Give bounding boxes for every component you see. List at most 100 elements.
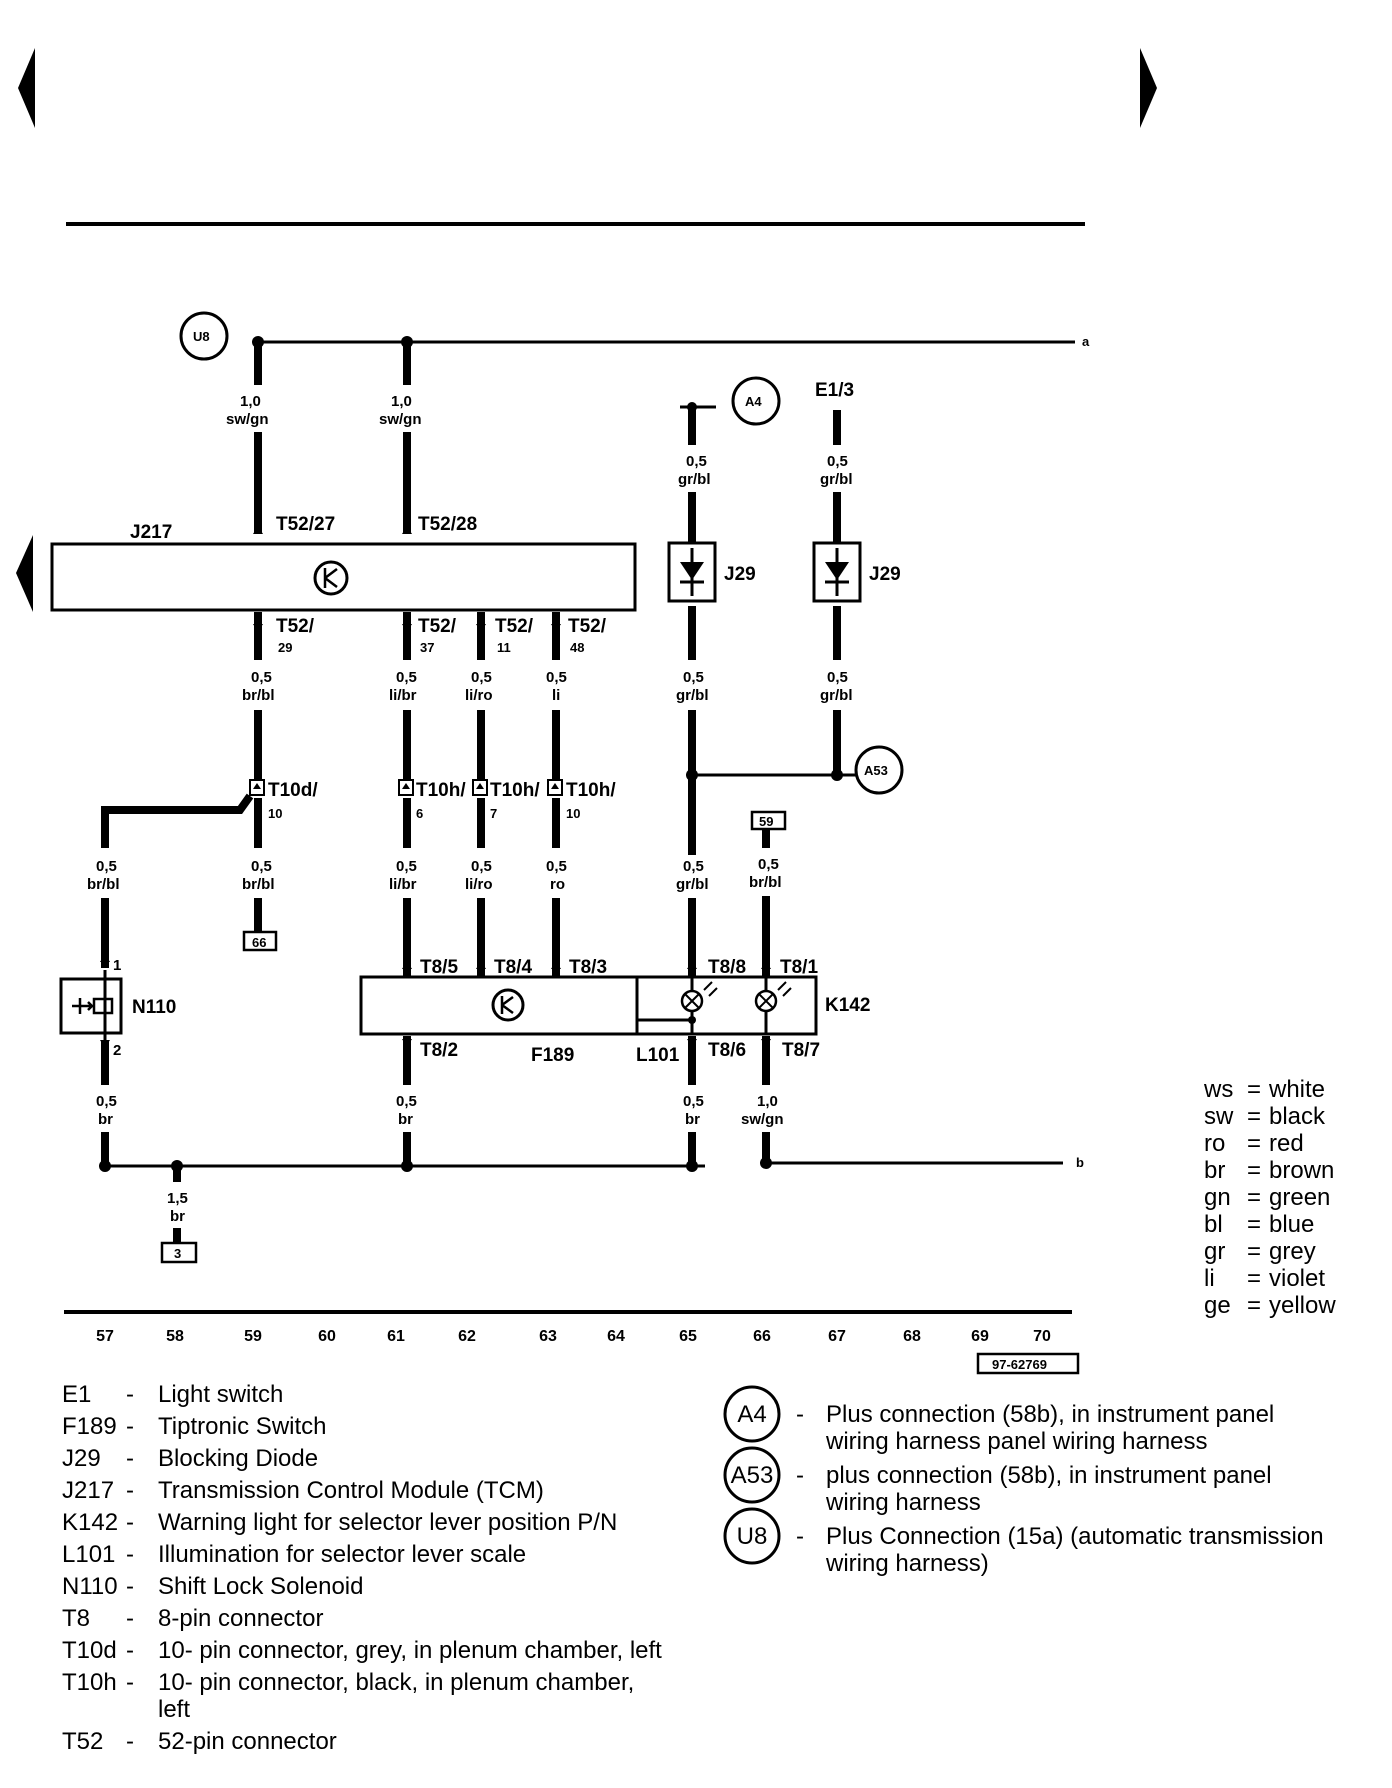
track-number: 57 <box>96 1328 114 1345</box>
electronic-symbol-icon <box>313 560 349 596</box>
legend-desc: left <box>158 1696 190 1723</box>
color-key: ws=whitesw=blackro=redbr=browngn=greenbl… <box>1203 1076 1336 1319</box>
color-code: sw <box>1204 1103 1234 1130</box>
legend-desc: Plus connection (58b), in instrument pan… <box>826 1401 1274 1428</box>
ref-3-label: 3 <box>174 1246 181 1261</box>
wire-size: 0,5 <box>471 669 492 686</box>
wire-color: gr/bl <box>676 876 709 893</box>
connection-e1-3-label: E1/3 <box>815 380 854 401</box>
legend-dash: - <box>126 1605 134 1632</box>
connection-symbol-icon <box>723 1385 781 1443</box>
color-name: green <box>1269 1184 1330 1211</box>
component-l101-label: L101 <box>636 1045 680 1066</box>
prev-page-arrow-icon[interactable] <box>18 48 35 128</box>
track-number: 65 <box>679 1328 697 1345</box>
connector-arrow-icon <box>551 783 559 789</box>
ref-box-3 <box>160 1241 198 1264</box>
wire-size: 0,5 <box>396 669 417 686</box>
legend-desc: Plus Connection (15a) (automatic transmi… <box>826 1523 1324 1550</box>
color-code: ro <box>1204 1130 1225 1157</box>
light-rays-icon <box>777 981 792 997</box>
legend-dash: - <box>126 1669 134 1696</box>
pin-t8-4: T8/4 <box>494 957 532 978</box>
lamp-cross-icon <box>758 993 774 1009</box>
legend-desc: wiring harness <box>825 1489 981 1516</box>
component-f189 <box>359 975 818 1036</box>
connection-a4-label: A4 <box>745 394 762 409</box>
color-eq: = <box>1247 1157 1261 1184</box>
wire-size: 0,5 <box>96 1093 117 1110</box>
pin-arrow-icon <box>402 961 412 969</box>
pin-arrow-icon <box>402 526 412 534</box>
legend-desc: 10- pin connector, grey, in plenum chamb… <box>158 1637 662 1664</box>
wire-size: 0,5 <box>683 858 704 875</box>
pin-t8-1: T8/1 <box>780 957 818 978</box>
color-name: yellow <box>1269 1292 1336 1319</box>
pin-t52-29: T52/ <box>276 616 315 637</box>
wire-color: gr/bl <box>678 471 711 488</box>
transistor-glyph-icon <box>500 995 514 1015</box>
pin-t52-28: T52/28 <box>418 514 477 535</box>
solenoid-coil-icon <box>92 997 114 1015</box>
track-number: 70 <box>1033 1328 1051 1345</box>
wire-color: sw/gn <box>379 411 422 428</box>
color-eq: = <box>1247 1238 1261 1265</box>
legend-dash: - <box>126 1728 134 1755</box>
wire-size: 0,5 <box>251 669 272 686</box>
junction-dot <box>686 1160 698 1172</box>
color-eq: = <box>1247 1184 1261 1211</box>
lamp-cross-icon <box>684 993 700 1009</box>
legend-code: T8 <box>62 1605 90 1632</box>
component-j29-left-label: J29 <box>724 564 756 585</box>
wire-color: gr/bl <box>676 687 709 704</box>
wire-size: 1,0 <box>240 393 261 410</box>
ref-59-label: 59 <box>759 814 773 829</box>
wire-color: gr/bl <box>820 471 853 488</box>
color-name: blue <box>1269 1211 1314 1238</box>
wire-size: 1,0 <box>391 393 412 410</box>
legend-desc: Shift Lock Solenoid <box>158 1573 363 1600</box>
connection-a4-icon <box>731 376 781 426</box>
wire-end-b: b <box>1076 1155 1084 1170</box>
ref-66-label: 66 <box>252 935 266 950</box>
legend-desc: 52-pin connector <box>158 1728 337 1755</box>
legend-dash: - <box>796 1462 804 1489</box>
junction-dot <box>686 769 698 781</box>
solenoid-icon <box>72 998 96 1014</box>
pin-t10d-10: T10d/ <box>268 780 318 801</box>
wire-size: 0,5 <box>827 669 848 686</box>
wire-color: br/bl <box>242 687 275 704</box>
wire-size: 0,5 <box>471 858 492 875</box>
wire-size: 0,5 <box>546 858 567 875</box>
next-page-arrow-icon[interactable] <box>1140 48 1157 128</box>
track-number: 59 <box>244 1328 262 1345</box>
track-number: 69 <box>971 1328 989 1345</box>
color-name: brown <box>1269 1157 1334 1184</box>
pin-t10h-10: T10h/ <box>566 780 616 801</box>
legend-dash: - <box>126 1541 134 1568</box>
color-eq: = <box>1247 1211 1261 1238</box>
color-name: black <box>1269 1103 1326 1130</box>
legend-code: F189 <box>62 1413 117 1440</box>
pin-arrow-icon <box>687 961 697 969</box>
legend-code: K142 <box>62 1509 118 1536</box>
pin-arrow-icon <box>687 1039 697 1047</box>
pin-label: 37 <box>420 640 434 655</box>
color-code: br <box>1204 1157 1225 1184</box>
legend-desc: plus connection (58b), in instrument pan… <box>826 1462 1272 1489</box>
wire-size: 0,5 <box>396 858 417 875</box>
pin-t10h-7: T10h/ <box>490 780 540 801</box>
ref-box-66 <box>242 930 278 952</box>
pin-t8-6: T8/6 <box>708 1040 746 1061</box>
wire-color: li/ro <box>465 876 493 893</box>
legend-dash: - <box>126 1509 134 1536</box>
pin-arrow-icon <box>476 624 486 632</box>
continuation-left-arrow-icon[interactable] <box>16 535 33 612</box>
pin-t52-29-label: 29 <box>278 640 292 655</box>
color-code: gr <box>1204 1238 1225 1265</box>
pin-arrow-icon <box>100 954 110 962</box>
track-number: 68 <box>903 1328 921 1345</box>
wire-color: br <box>398 1111 413 1128</box>
